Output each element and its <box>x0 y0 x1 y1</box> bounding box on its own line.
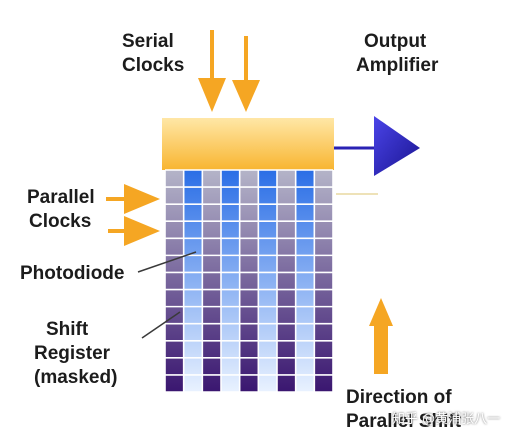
down-arrow-icon <box>232 36 260 112</box>
shift-register-column <box>165 170 185 392</box>
direction-label: Direction of Parallel Shift <box>346 386 461 434</box>
direction-label-line2: Parallel Shift <box>346 411 462 432</box>
shift-register-label-line3: (masked) <box>34 367 118 388</box>
serial-register <box>162 118 334 170</box>
shift-register-column <box>277 170 297 392</box>
photodiode-column <box>221 170 241 392</box>
photodiode-column <box>258 170 278 392</box>
watermark-text: 知乎 @黄浦张八一 <box>392 412 501 427</box>
right-arrow-icon <box>108 216 160 246</box>
parallel-clocks-label: Parallel Clocks <box>27 186 95 234</box>
photodiode-label: Photodiode <box>20 263 125 284</box>
shift-register-column <box>314 170 334 392</box>
serial-clocks-label-line2: Clocks <box>122 55 185 76</box>
output-amplifier-label-line2: Amplifier <box>356 55 439 76</box>
shift-register-leader-line <box>141 311 181 339</box>
shift-register-label: Shift Register (masked) <box>34 318 117 390</box>
photodiode-column <box>295 170 315 392</box>
serial-clocks-label-line1: Serial <box>122 31 174 52</box>
shift-register-column <box>239 170 259 392</box>
output-amplifier-label: Output Amplifier <box>356 30 438 78</box>
photodiode-column <box>183 170 203 392</box>
down-arrow-icon <box>198 30 226 112</box>
triangle-amplifier-icon <box>374 116 420 176</box>
right-arrow-icon <box>106 184 160 214</box>
parallel-clocks-label-line1: Parallel <box>27 187 95 208</box>
direction-label-line1: Direction of <box>346 387 452 408</box>
shift-register-label-line2: Register <box>34 343 111 364</box>
pixel-array <box>164 169 334 393</box>
shift-register-column <box>202 170 222 392</box>
photodiode-leader-line <box>137 251 197 273</box>
serial-clocks-label: Serial Clocks <box>122 30 184 78</box>
shift-register-label-line1: Shift <box>46 319 89 340</box>
up-arrow-icon <box>369 298 393 374</box>
output-amplifier-label-line1: Output <box>364 31 427 52</box>
parallel-clocks-label-line2: Clocks <box>29 211 92 232</box>
